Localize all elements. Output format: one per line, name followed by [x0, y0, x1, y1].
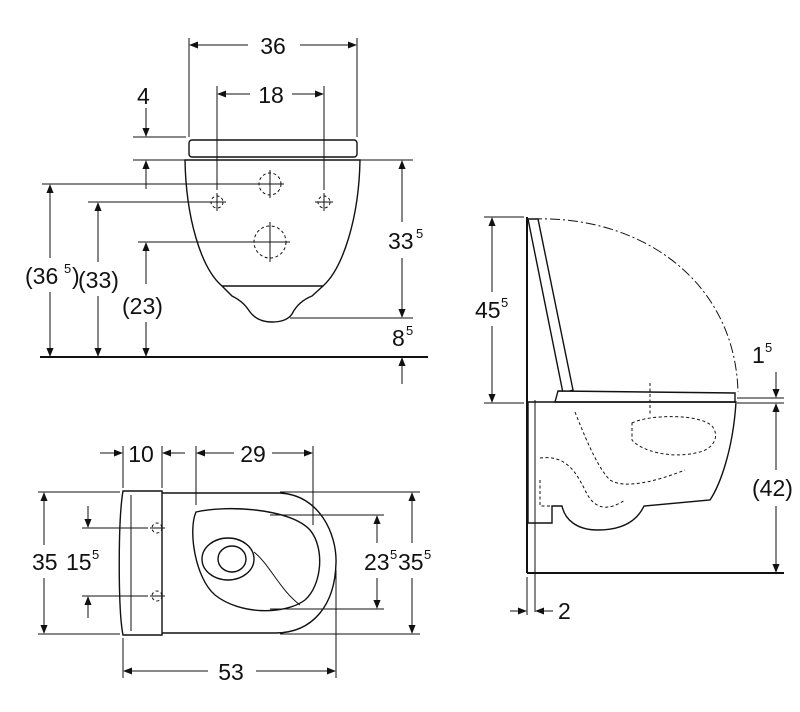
rim-channel: [631, 416, 716, 456]
dim-inner-width-sup: 5: [390, 547, 397, 562]
dim-seat-height-sup: 5: [501, 295, 508, 310]
dim-height-33-sup: 5: [416, 226, 423, 241]
dim-width-overall: 36: [260, 33, 286, 59]
open-lid: [527, 218, 574, 394]
seat-lid: [188, 139, 358, 158]
dim-height-33: 33: [388, 228, 414, 254]
dim-width-left: 35: [32, 549, 58, 575]
front-view: 36 18 4 33 5 8 5 (36 5 ) (33) (23): [25, 33, 428, 384]
dim-height-36: (36: [25, 263, 58, 289]
hinge-block: [118, 490, 163, 636]
dim-bowl-offset: 29: [240, 441, 266, 467]
outlet-ring: [201, 537, 255, 581]
dim-inner-width: 23: [364, 549, 390, 575]
fixing-holes: [208, 170, 333, 262]
outlet: [221, 285, 324, 323]
dim-height-33-paren: (33): [78, 267, 119, 293]
dim-outer-width-sup: 5: [424, 547, 431, 562]
dim-seat-thickness: 4: [137, 83, 150, 109]
dim-floor-gap: 8: [392, 325, 405, 351]
dim-height-36-close: ): [72, 263, 80, 289]
dim-seat-gap-sup: 5: [765, 340, 772, 355]
flush-channel: [253, 551, 301, 606]
bowl-body: [184, 159, 361, 287]
dim-wall-gap: 2: [558, 598, 571, 624]
bowl-inner: [192, 507, 321, 612]
dim-seat-height: 45: [475, 297, 501, 323]
dim-hinge-offset: 10: [128, 441, 154, 467]
lid-swing-arc: [531, 218, 739, 393]
bowl-outer: [162, 492, 337, 634]
dim-hinge-spacing: 15: [66, 549, 92, 575]
dim-seat-gap: 1: [752, 342, 765, 368]
inlet-outline: [539, 480, 560, 507]
trap-inner: [574, 411, 686, 485]
outlet-hole: [217, 545, 247, 573]
dim-length: 53: [218, 659, 244, 685]
dim-height-36-sup: 5: [64, 261, 71, 276]
seat: [554, 390, 736, 403]
dim-hole-spacing: 18: [258, 82, 284, 108]
dim-outer-width: 35: [398, 549, 424, 575]
dim-height-23-paren: (23): [122, 293, 163, 319]
dim-hinge-spacing-sup: 5: [92, 547, 99, 562]
top-view: 10 29 53 35 15 5 23 5 35 5: [32, 441, 431, 685]
side-view: 45 5 1 5 (42) 2: [475, 216, 793, 624]
dim-bowl-height: (42): [752, 475, 793, 501]
bowl-body: [527, 401, 737, 531]
trap-outline: [539, 457, 626, 508]
dim-floor-gap-sup: 5: [406, 323, 413, 338]
